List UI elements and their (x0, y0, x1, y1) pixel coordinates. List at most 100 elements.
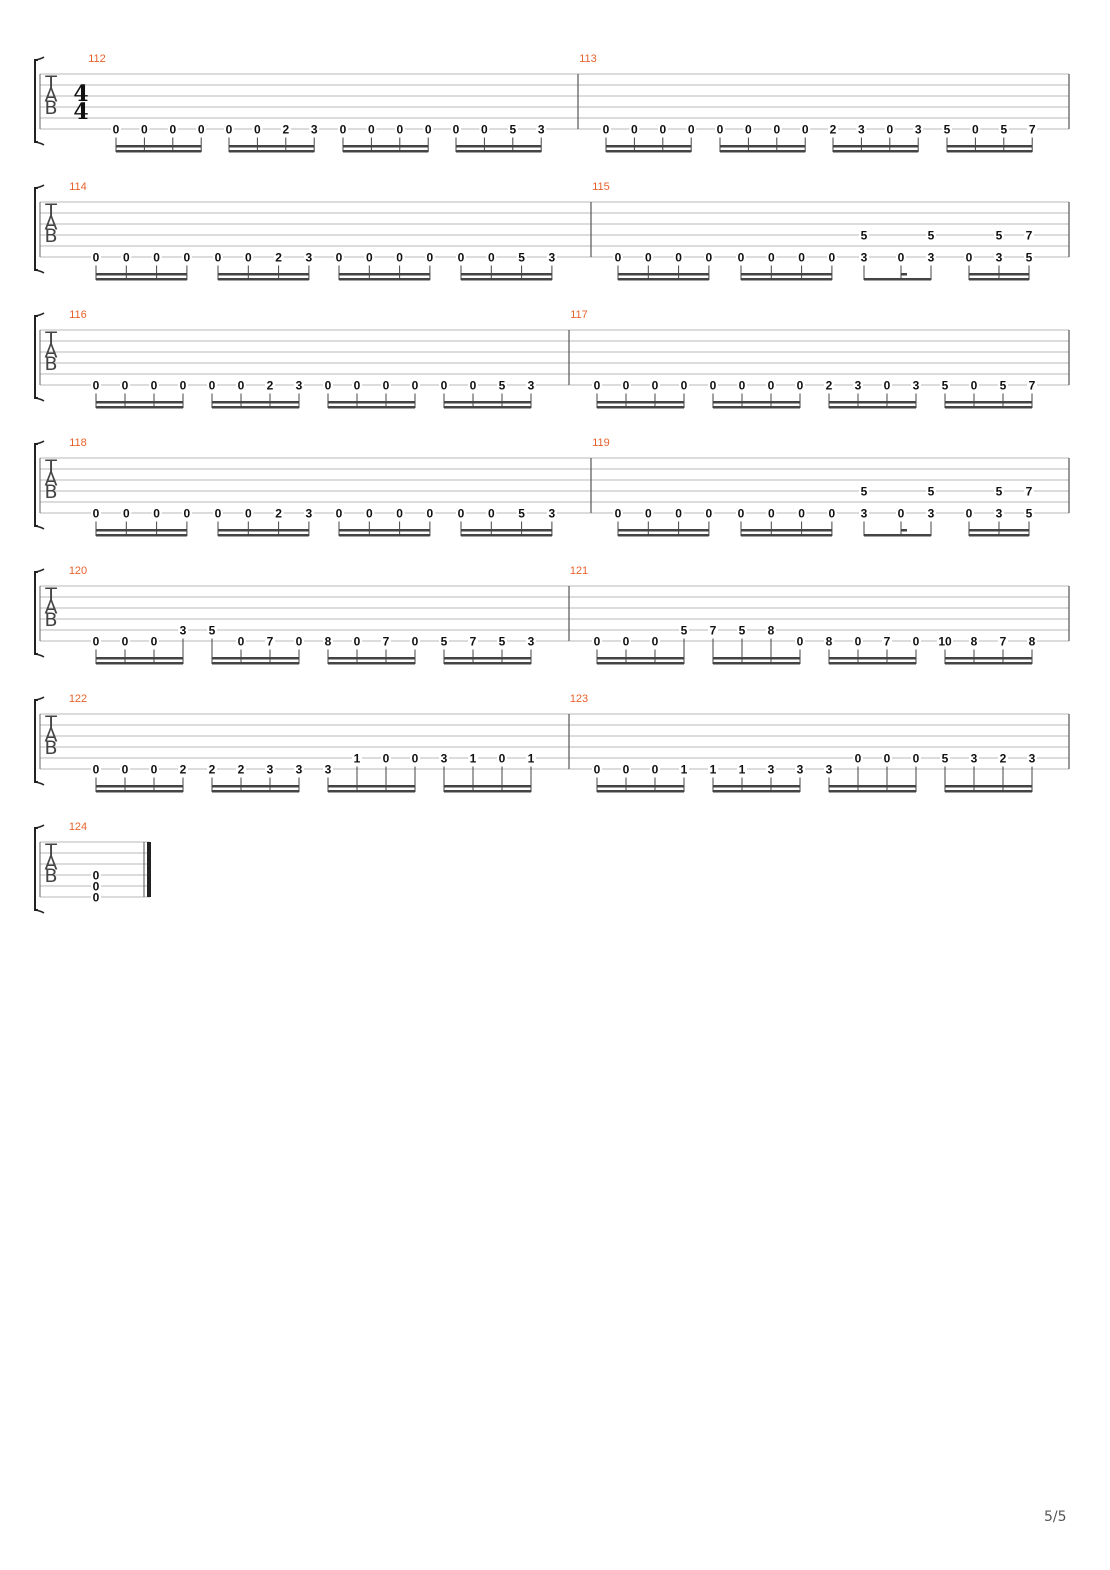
beam-secondary (833, 145, 919, 148)
fret-number: 3 (855, 379, 862, 393)
beam-primary (328, 662, 415, 665)
fret-number: 0 (829, 507, 836, 521)
fret-mask (507, 124, 518, 136)
fret-mask (926, 230, 936, 242)
fret-number: 1 (710, 763, 717, 777)
fret-mask (91, 881, 101, 893)
fret-mask (937, 636, 953, 648)
beam-secondary (713, 657, 800, 660)
fret-mask (479, 124, 490, 136)
fret-mask (994, 486, 1004, 498)
beam-secondary (96, 785, 183, 788)
fret-number: 0 (886, 123, 893, 137)
fret-number: 3 (996, 507, 1003, 521)
beam-primary (713, 406, 800, 409)
beam-primary (833, 150, 919, 153)
beam-primary (328, 790, 415, 793)
fret-mask (686, 124, 697, 136)
fret-mask (121, 252, 132, 264)
fret-number: 0 (458, 251, 465, 265)
beam-primary (618, 534, 709, 537)
fret-mask (1027, 753, 1037, 765)
fret-mask (826, 508, 837, 520)
fret-number: 0 (645, 507, 652, 521)
fret-mask (853, 753, 863, 765)
fret-mask (969, 380, 979, 392)
fret-mask (795, 380, 805, 392)
fret-number: 3 (996, 251, 1003, 265)
beam-primary (713, 662, 800, 665)
beat-group: 0 0 0 0 (334, 507, 435, 537)
fret-mask (994, 508, 1004, 520)
fret-number: 0 (396, 507, 403, 521)
time-signature-numerator: 4 (73, 81, 88, 107)
fret-number: 0 (169, 123, 176, 137)
beam-secondary (597, 657, 684, 660)
fret-mask (167, 124, 178, 136)
fret-number: 0 (768, 507, 775, 521)
fret-number: 2 (238, 763, 245, 777)
fret-mask (224, 124, 234, 136)
tab-clef-letter: A (45, 85, 58, 107)
fret-mask (516, 252, 527, 264)
fret-number: 0 (499, 752, 506, 766)
beam-primary (947, 150, 1033, 153)
fret-mask (243, 252, 254, 264)
fret-mask (91, 508, 101, 520)
fret-number: 0 (93, 251, 100, 265)
fret-mask (381, 636, 391, 648)
fret-number: 0 (93, 869, 100, 883)
fret-number: 0 (966, 507, 973, 521)
fret-mask (303, 508, 314, 520)
fret-number: 7 (710, 624, 717, 638)
fret-number: 0 (427, 507, 434, 521)
fret-number: 0 (238, 379, 245, 393)
fret-number: 0 (336, 507, 343, 521)
fret-number: 5 (928, 229, 935, 243)
tab-clef-letter: T (44, 72, 57, 94)
fret-mask (236, 636, 246, 648)
fret-number: 3 (180, 624, 187, 638)
fret-mask (207, 625, 217, 637)
beam-primary (212, 406, 299, 409)
measure-number: 123 (570, 693, 588, 705)
fret-number: 3 (267, 763, 274, 777)
fret-number: 5 (1000, 123, 1007, 137)
fret-number: 3 (549, 507, 556, 521)
fret-mask (708, 764, 718, 776)
fret-number: 8 (1029, 635, 1036, 649)
fret-number: 0 (488, 507, 495, 521)
fret-mask (352, 380, 362, 392)
fret-mask (679, 380, 689, 392)
fret-mask (213, 508, 223, 520)
tab-clef-letter: T (44, 584, 57, 606)
fret-mask (410, 380, 420, 392)
fret-mask (650, 380, 660, 392)
fret-number: 7 (470, 635, 477, 649)
final-barline-thick (147, 842, 151, 897)
bracket-hook (34, 184, 45, 189)
fret-number: 5 (928, 485, 935, 499)
beam-secondary (947, 145, 1033, 148)
fret-number: 0 (141, 123, 148, 137)
tab-clef-letter: A (45, 213, 58, 235)
fret-number: 3 (325, 763, 332, 777)
fret-number: 2 (180, 763, 187, 777)
beam-secondary (218, 529, 309, 532)
fret-number: 0 (366, 507, 373, 521)
beam-primary (456, 150, 542, 153)
beam-secondary (945, 657, 1032, 660)
fret-number: 0 (441, 379, 448, 393)
fret-number: 0 (615, 251, 622, 265)
